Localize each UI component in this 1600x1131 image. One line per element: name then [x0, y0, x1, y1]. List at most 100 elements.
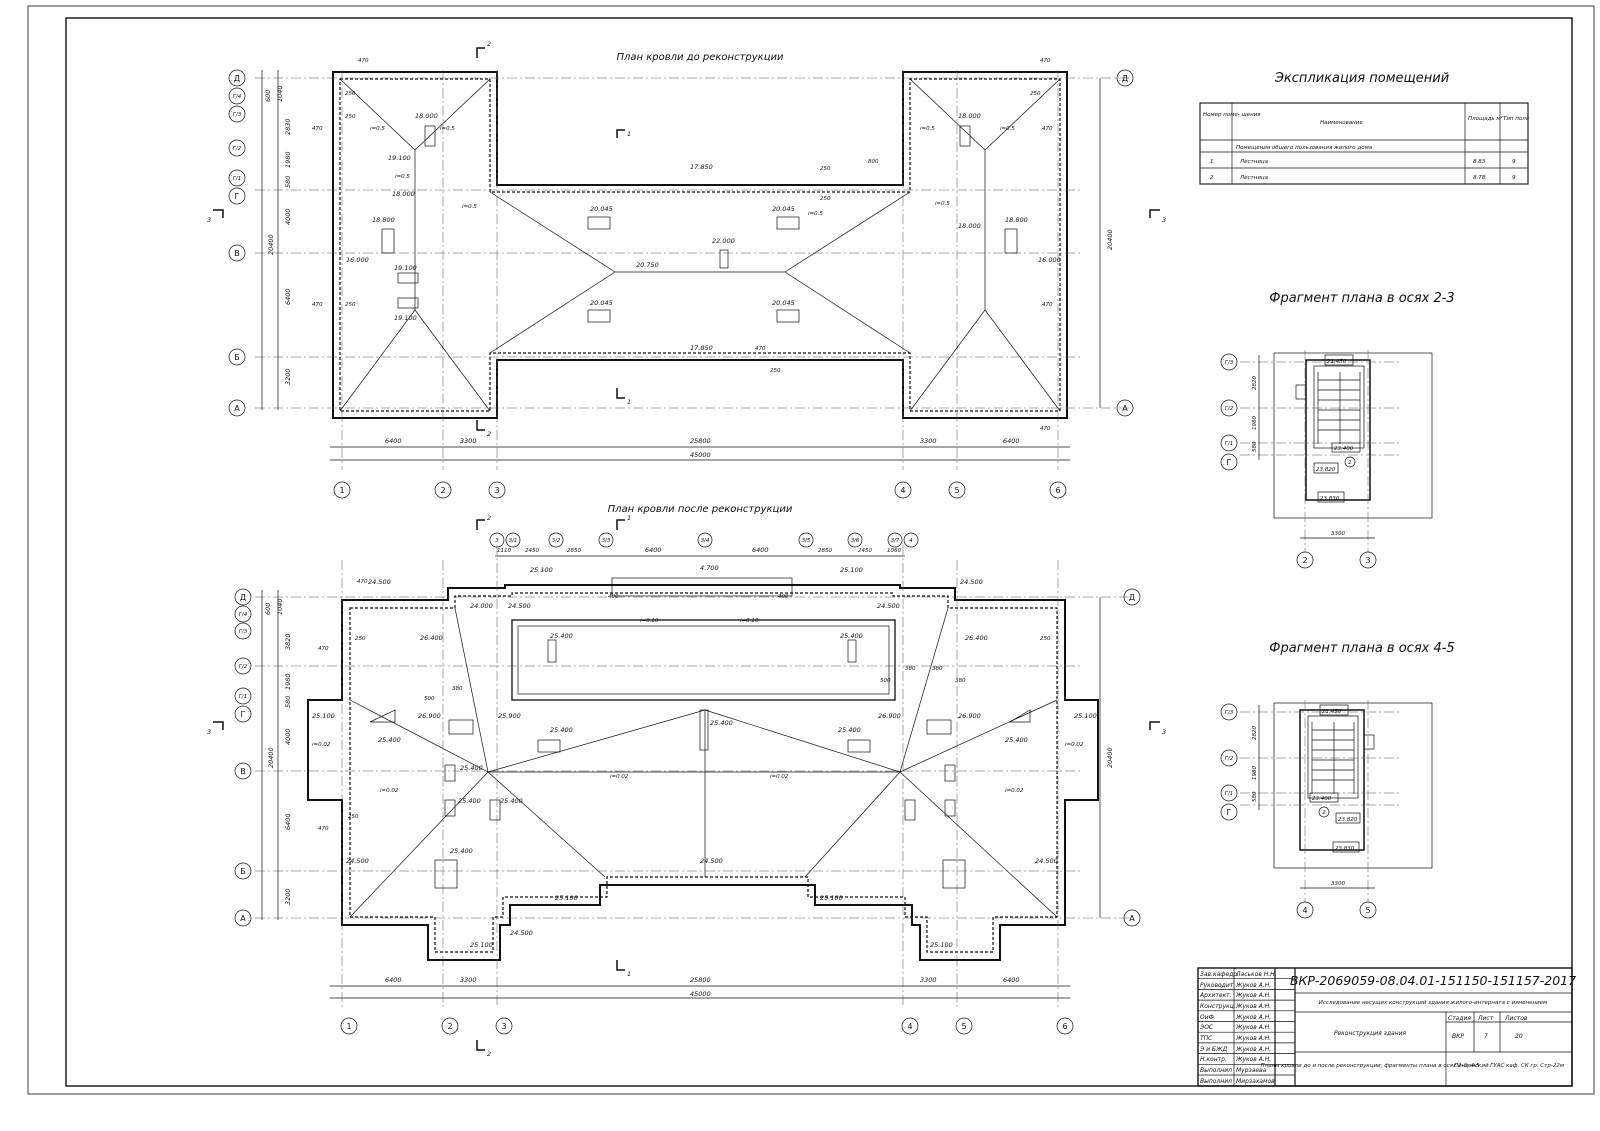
- svg-text:3/5: 3/5: [802, 538, 811, 544]
- svg-text:А: А: [1122, 404, 1128, 413]
- svg-text:Г/4: Г/4: [239, 612, 248, 618]
- svg-text:6400: 6400: [1003, 437, 1020, 445]
- svg-text:Г: Г: [1227, 808, 1232, 817]
- svg-text:580: 580: [284, 176, 292, 188]
- svg-text:Г/3: Г/3: [239, 629, 248, 635]
- svg-text:ТПС: ТПС: [1200, 1035, 1213, 1042]
- plan1-dimension-lines: [261, 70, 1101, 461]
- svg-text:3300: 3300: [460, 437, 477, 445]
- svg-text:250: 250: [345, 302, 356, 308]
- svg-text:24.500: 24.500: [510, 929, 533, 937]
- svg-text:9: 9: [1512, 159, 1516, 165]
- svg-text:i=0.5: i=0.5: [808, 211, 823, 217]
- svg-text:2: 2: [1322, 810, 1326, 816]
- svg-text:470: 470: [312, 302, 323, 308]
- svg-text:4.700: 4.700: [700, 564, 719, 572]
- svg-text:В: В: [240, 767, 246, 776]
- plan2-slope-labels: i=0.10 i=0.10 i=0.02 i=0.02 i=0.02 i=0.0…: [312, 618, 1084, 794]
- plan1-elevation-marks: 18.000 19.100 18.000 18.800 16.000 19.10…: [346, 112, 1061, 352]
- svg-text:Листов: Листов: [1504, 1015, 1528, 1022]
- svg-text:Г/2: Г/2: [1225, 756, 1234, 762]
- svg-text:2830: 2830: [284, 118, 292, 135]
- svg-text:250: 250: [1040, 636, 1051, 642]
- svg-text:А: А: [1129, 914, 1135, 923]
- svg-text:Г: Г: [241, 710, 246, 719]
- fragment-plan-axes-4-5: Фрагмент плана в осях 4-5 21.450 23.400 …: [1220, 641, 1455, 919]
- svg-text:i=0.5: i=0.5: [462, 204, 477, 210]
- svg-text:380: 380: [932, 666, 943, 672]
- svg-text:Г/3: Г/3: [1225, 710, 1234, 716]
- svg-text:Выполнил: Выполнил: [1200, 1078, 1232, 1085]
- svg-text:Исследование несущих конструкц: Исследование несущих конструкций здания …: [1319, 1000, 1547, 1006]
- svg-text:2850: 2850: [567, 548, 581, 554]
- svg-text:Экспликация помещений: Экспликация помещений: [1274, 71, 1449, 86]
- svg-text:6400: 6400: [645, 546, 662, 554]
- svg-text:18.800: 18.800: [372, 216, 395, 224]
- svg-text:1: 1: [1348, 460, 1352, 466]
- svg-text:470: 470: [358, 58, 369, 64]
- svg-text:3: 3: [494, 486, 499, 495]
- svg-text:Д: Д: [1129, 593, 1135, 602]
- svg-text:24.500: 24.500: [1035, 857, 1058, 865]
- svg-text:470: 470: [1042, 302, 1053, 308]
- svg-text:2: 2: [487, 430, 491, 438]
- explication-table: Экспликация помещений Номер поме- щения …: [1199, 71, 1530, 185]
- plan1-axis-markers-left: Д Г/4 Г/3 Г/2 Г/1 Г В Б А Д А: [228, 69, 1134, 417]
- svg-text:470: 470: [1040, 58, 1051, 64]
- svg-text:400: 400: [608, 594, 619, 600]
- svg-text:Н.контр.: Н.контр.: [1200, 1056, 1227, 1063]
- svg-text:Г/1: Г/1: [239, 694, 247, 700]
- svg-text:Конструкц.: Конструкц.: [1200, 1003, 1236, 1010]
- svg-text:1: 1: [339, 486, 344, 495]
- svg-text:1060: 1060: [887, 548, 901, 554]
- svg-text:3820: 3820: [284, 633, 292, 650]
- svg-text:25.400: 25.400: [550, 726, 573, 734]
- plan1-axis-markers-bottom: 1 2 3 4 5 6: [333, 481, 1067, 499]
- svg-text:3: 3: [207, 216, 211, 224]
- svg-text:25.100: 25.100: [930, 941, 953, 949]
- svg-text:800: 800: [868, 159, 879, 165]
- svg-text:18.000: 18.000: [415, 112, 438, 120]
- svg-text:Г/2: Г/2: [1225, 406, 1234, 412]
- svg-text:17.850: 17.850: [690, 163, 713, 171]
- svg-text:i=0.5: i=0.5: [395, 174, 410, 180]
- svg-text:3300: 3300: [1331, 881, 1345, 887]
- plan2-ridges: [349, 607, 1058, 918]
- svg-text:2: 2: [487, 514, 491, 522]
- svg-text:3: 3: [501, 1022, 506, 1031]
- svg-text:25.100: 25.100: [470, 941, 493, 949]
- svg-text:25.100: 25.100: [530, 566, 553, 574]
- svg-text:8.83: 8.83: [1473, 159, 1486, 165]
- svg-text:22.000: 22.000: [712, 237, 735, 245]
- plan2-outline-outer: [307, 584, 1099, 961]
- svg-text:25800: 25800: [690, 437, 711, 445]
- plan1-roof-openings: [381, 125, 1018, 323]
- svg-text:Мирзахамов: Мирзахамов: [1236, 1078, 1275, 1085]
- svg-text:25.400: 25.400: [1005, 736, 1028, 744]
- svg-text:3: 3: [1162, 728, 1166, 736]
- plan1-small-dims: 470 250 470 250 470 250 800 250 250 470 …: [312, 58, 1053, 432]
- svg-text:25.400: 25.400: [710, 719, 733, 727]
- svg-text:45000: 45000: [690, 990, 711, 998]
- svg-text:Наименование: Наименование: [1320, 120, 1363, 126]
- svg-text:Г/1: Г/1: [1225, 791, 1233, 797]
- svg-text:24.500: 24.500: [700, 857, 723, 865]
- svg-text:24.500: 24.500: [346, 857, 369, 865]
- svg-text:Выполнил: Выполнил: [1200, 1067, 1232, 1074]
- svg-text:Жуков А.Н.: Жуков А.Н.: [1235, 982, 1271, 989]
- svg-text:600: 600: [264, 603, 272, 615]
- svg-text:Жуков А.Н.: Жуков А.Н.: [1235, 1046, 1271, 1053]
- svg-text:4000: 4000: [284, 208, 292, 225]
- svg-text:Г: Г: [235, 192, 240, 201]
- svg-text:20: 20: [1515, 1033, 1523, 1040]
- svg-text:470: 470: [1040, 426, 1051, 432]
- svg-text:Лестница: Лестница: [1239, 159, 1269, 165]
- svg-text:А: А: [234, 404, 240, 413]
- svg-text:6: 6: [1062, 1022, 1067, 1031]
- svg-text:2: 2: [1302, 556, 1307, 565]
- svg-text:1: 1: [627, 514, 631, 522]
- svg-text:2: 2: [440, 486, 445, 495]
- svg-text:24.500: 24.500: [877, 602, 900, 610]
- document-code: ВКР-2069059-08.04.01-151150-151157-2017: [1290, 973, 1576, 988]
- svg-text:4: 4: [907, 1022, 912, 1031]
